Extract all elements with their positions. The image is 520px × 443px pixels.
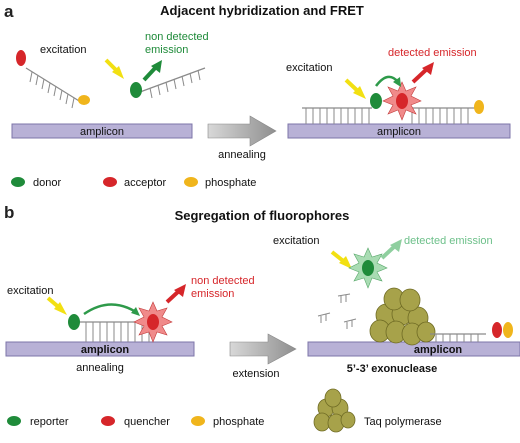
acceptor-dye: [16, 50, 26, 66]
legend-donor-label: donor: [33, 177, 61, 189]
legend-quencher-label: quencher: [124, 416, 170, 428]
legend-phosphate-swatch-a: [184, 177, 198, 187]
phosphate-dye: [78, 95, 90, 105]
amplicon-bar-a1: [11, 123, 193, 139]
legend-phosphate-label-b: phosphate: [213, 416, 264, 428]
free-acceptor-probe: [130, 67, 206, 99]
label-non-detected-emission-a-line2: emission: [145, 44, 188, 56]
free-donor-probe: [16, 50, 90, 109]
amplicon-bar-a2: [287, 123, 511, 139]
panel-a-letter: a: [4, 2, 14, 21]
legend-taq-swatch: [313, 388, 356, 433]
label-amplicon-b1: amplicon: [81, 344, 130, 356]
label-amplicon-b2: amplicon: [414, 344, 463, 356]
hybridized-probes: [302, 81, 484, 124]
quench-transfer-arrow: [83, 303, 137, 316]
legend-taq-label: Taq polymerase: [364, 416, 442, 428]
cleaved-fragments: [317, 293, 357, 329]
remaining-probe: [430, 322, 513, 342]
donor-dye: [130, 82, 142, 98]
legend-quencher-swatch: [101, 416, 115, 426]
label-non-detected-emission-b-line2: emission: [191, 288, 234, 300]
legend-phosphate-swatch-b: [191, 416, 205, 426]
quencher-dye-remaining: [492, 322, 502, 338]
legend-a: donor acceptor phosphate: [11, 177, 256, 189]
donor-dye-bound: [370, 93, 382, 109]
panel-b-title: Segregation of fluorophores: [175, 208, 350, 223]
label-detected-emission-a: detected emission: [388, 47, 477, 59]
legend-donor-swatch: [11, 177, 25, 187]
label-excitation-b1: excitation: [7, 285, 53, 297]
legend-phosphate-label-a: phosphate: [205, 177, 256, 189]
label-exonuclease: 5’-3’ exonuclease: [347, 363, 438, 375]
phosphate-dye-remaining: [503, 322, 513, 338]
label-excitation-b2: excitation: [273, 235, 319, 247]
legend-reporter-swatch: [7, 416, 21, 426]
label-annealing-b: annealing: [76, 362, 124, 374]
annealing-arrow: [207, 115, 277, 147]
panel-a-title: Adjacent hybridization and FRET: [160, 3, 364, 18]
label-annealing-a: annealing: [218, 149, 266, 161]
legend-acceptor-swatch: [103, 177, 117, 187]
label-non-detected-emission-a-line1: non detected: [145, 31, 209, 43]
extension-arrow: [229, 333, 297, 365]
legend-reporter-label: reporter: [30, 416, 69, 428]
legend-b: reporter quencher phosphate Taq polymera…: [7, 388, 442, 433]
label-extension: extension: [232, 368, 279, 380]
label-amplicon-a1: amplicon: [80, 126, 124, 138]
reporter-dye-bound: [68, 314, 80, 330]
quencher-dye-bound: [147, 314, 159, 330]
phosphate-dye-bound: [474, 100, 484, 114]
label-detected-emission-b: detected emission: [404, 235, 493, 247]
acceptor-dye-bound: [396, 93, 408, 109]
label-excitation-a2: excitation: [286, 62, 332, 74]
label-non-detected-emission-b-line1: non detected: [191, 275, 255, 287]
label-excitation-a1: excitation: [40, 44, 86, 56]
label-amplicon-a2: amplicon: [377, 126, 421, 138]
taq-polymerase: [369, 287, 436, 346]
taqman-probe-bound: [68, 301, 173, 343]
reporter-dye-free: [362, 260, 374, 276]
panel-b-letter: b: [4, 203, 14, 222]
legend-acceptor-label: acceptor: [124, 177, 167, 189]
